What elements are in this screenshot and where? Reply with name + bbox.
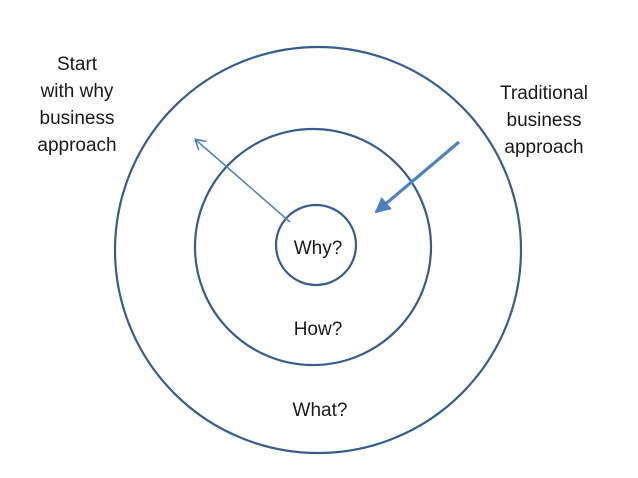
start-with-why-arrow [196, 140, 291, 223]
left-caption-line-3: business [40, 108, 115, 129]
right-caption-line-1: Traditional [500, 83, 588, 104]
left-caption-line-2: with why [40, 81, 114, 102]
outer-ring [113, 45, 523, 455]
right-caption-line-3: approach [504, 137, 583, 158]
right-caption-line-2: business [507, 110, 582, 131]
left-caption-line-4: approach [37, 135, 116, 156]
why-label: Why? [294, 238, 343, 259]
what-label: What? [293, 400, 348, 421]
traditional-approach-arrow [374, 140, 461, 214]
left-caption-line-1: Start [57, 54, 98, 75]
inner-ring [274, 203, 358, 287]
middle-ring [193, 127, 433, 367]
how-label: How? [294, 319, 343, 340]
